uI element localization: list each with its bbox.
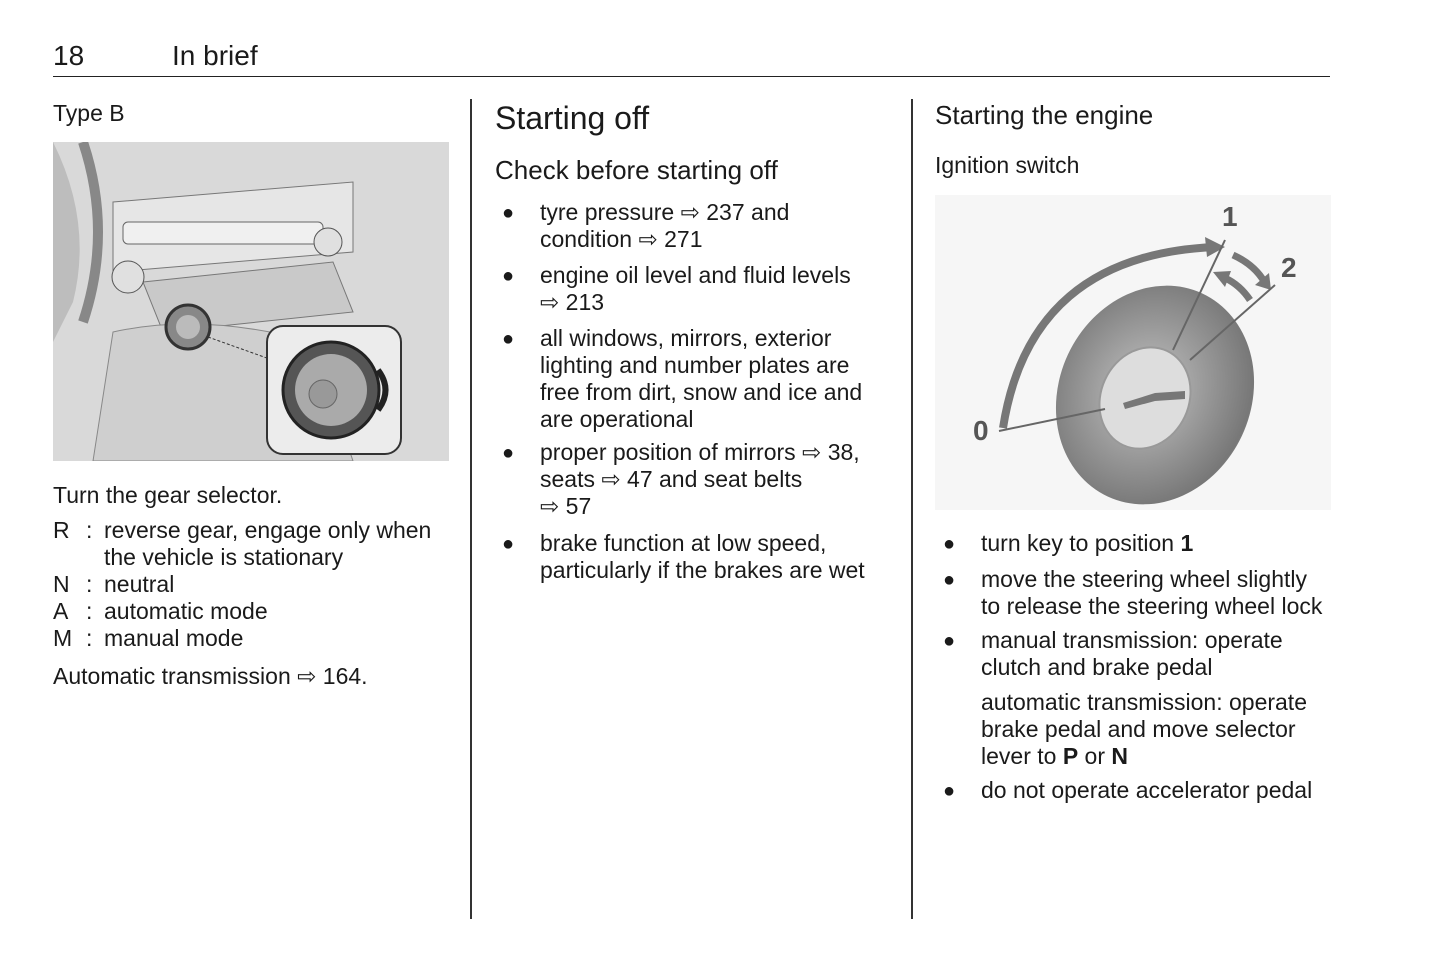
gear-key: N	[53, 571, 70, 597]
list-item: proper position of mirrors ⇨ 38,seats ⇨ …	[540, 439, 860, 520]
item-text: turn key to position	[981, 530, 1181, 556]
item-line: lighting and number plates are	[540, 352, 850, 378]
gear-p: P	[1062, 743, 1079, 769]
list-item: turn key to position 1	[981, 530, 1193, 557]
separator: :	[86, 571, 93, 597]
check-subtitle: Check before starting off	[495, 155, 778, 185]
item-line: to release the steering wheel lock	[981, 593, 1323, 619]
bullet-icon: ●	[943, 569, 956, 591]
gear-desc: manual mode	[104, 625, 244, 651]
bullet-icon: ●	[502, 328, 515, 350]
list-item: engine oil level and fluid levels⇨ 213	[540, 262, 851, 316]
ignition-switch-subtitle: Ignition switch	[935, 152, 1080, 178]
starting-engine-title: Starting the engine	[935, 100, 1154, 130]
position-0-label: 0	[973, 415, 989, 446]
position-1-label: 1	[1222, 201, 1238, 232]
gear-desc-line: the vehicle is stationary	[104, 544, 344, 570]
page-number: 18	[53, 40, 85, 71]
gear-key: R	[53, 517, 70, 543]
text: lever to	[981, 743, 1063, 769]
item-line: clutch and brake pedal	[981, 654, 1213, 680]
header-rule	[53, 76, 1330, 77]
item-line: seats ⇨ 47 and seat belts	[540, 466, 803, 492]
gear-key: A	[53, 598, 69, 624]
item-line: brake function at low speed,	[540, 530, 827, 556]
bullet-icon: ●	[943, 780, 956, 802]
item-line: manual transmission: operate	[981, 627, 1283, 653]
item-line: free from dirt, snow and ice and	[540, 379, 863, 405]
item-line: condition ⇨ 271	[540, 226, 703, 252]
ignition-switch-diagram: 0 1 2	[935, 195, 1331, 510]
bullet-icon: ●	[502, 265, 515, 287]
section-title: In brief	[172, 40, 258, 71]
bullet-icon: ●	[502, 442, 515, 464]
gear-key: M	[53, 625, 73, 651]
column-divider	[470, 99, 472, 919]
gear-intro: Turn the gear selector.	[53, 482, 283, 508]
item-line: ⇨ 57	[540, 493, 592, 519]
bullet-icon: ●	[943, 630, 956, 652]
bullet-icon: ●	[943, 533, 956, 555]
item-line: engine oil level and fluid levels	[540, 262, 851, 288]
item-line: particularly if the brakes are wet	[540, 557, 865, 583]
gear-desc: neutral	[104, 571, 175, 597]
item-line: proper position of mirrors ⇨ 38,	[540, 439, 860, 465]
item-line: ⇨ 213	[540, 289, 605, 315]
starting-off-title: Starting off	[495, 100, 650, 136]
gear-desc-line: reverse gear, engage only when	[104, 517, 432, 543]
item-line: brake pedal and move selector	[981, 716, 1296, 742]
type-b-label: Type B	[53, 100, 125, 126]
item-line: lever to P or N	[981, 743, 1307, 770]
separator: :	[86, 598, 93, 624]
item-line: tyre pressure ⇨ 237 and	[540, 199, 790, 225]
bullet-icon: ●	[502, 202, 515, 224]
position-value: 1	[1180, 530, 1194, 556]
gear-desc: automatic mode	[104, 598, 268, 624]
gear-selector-illustration	[53, 142, 449, 461]
item-line: automatic transmission: operate	[981, 689, 1307, 715]
item-line: all windows, mirrors, exterior	[540, 325, 832, 351]
list-item: do not operate accelerator pedal	[981, 777, 1313, 803]
separator: :	[86, 517, 93, 543]
list-item: brake function at low speed,particularly…	[540, 530, 865, 584]
item-line: are operational	[540, 406, 694, 432]
separator: :	[86, 625, 93, 651]
text: or	[1078, 743, 1112, 769]
item-line: move the steering wheel slightly	[981, 566, 1307, 592]
gear-n: N	[1111, 743, 1129, 769]
position-2-label: 2	[1281, 252, 1297, 283]
bullet-icon: ●	[502, 533, 515, 555]
column-divider	[911, 99, 913, 919]
automatic-transmission-ref[interactable]: Automatic transmission ⇨ 164.	[53, 663, 368, 689]
